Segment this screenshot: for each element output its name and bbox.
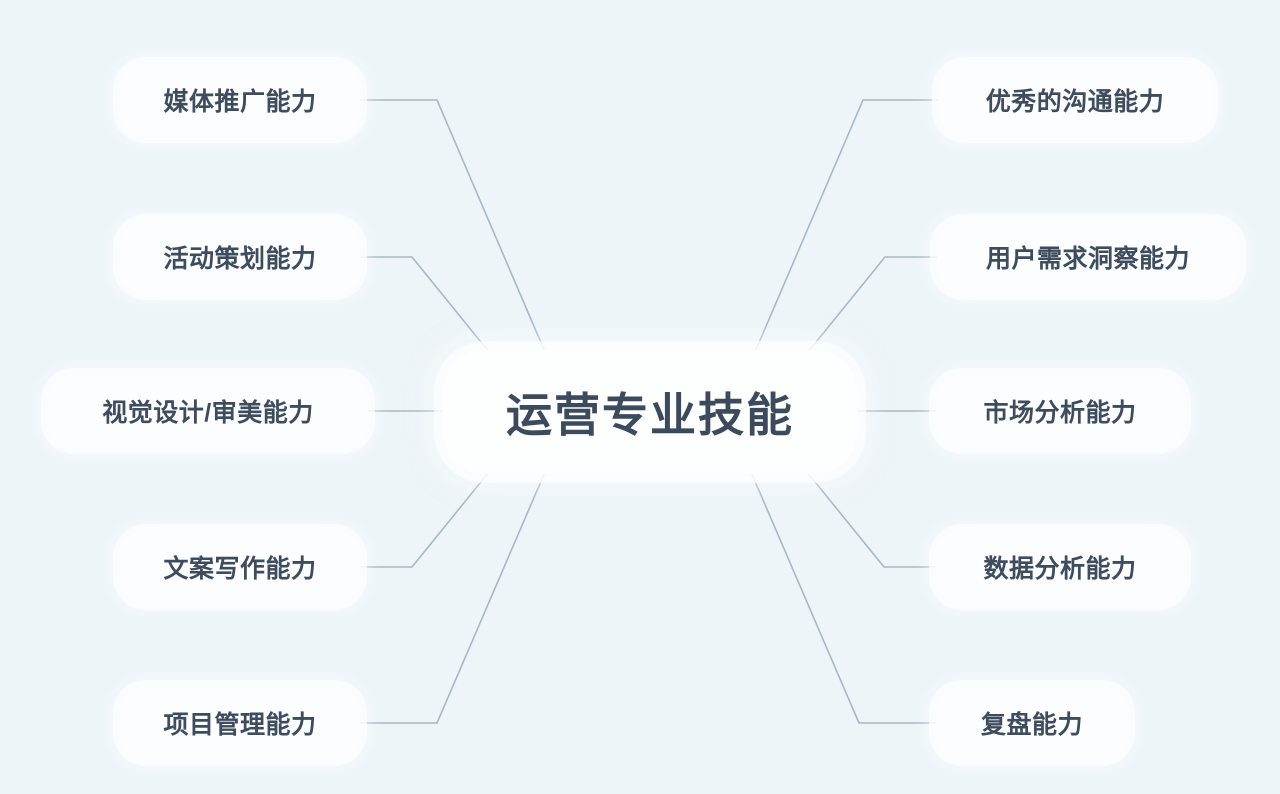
connector-copywriting [359,471,490,568]
node-media-promotion[interactable]: 媒体推广能力 [120,64,360,136]
node-event-planning[interactable]: 活动策划能力 [120,221,360,293]
node-copywriting[interactable]: 文案写作能力 [120,531,360,603]
connector-communication [754,99,941,353]
node-communication[interactable]: 优秀的沟通能力 [939,64,1211,136]
connector-media-promotion [359,99,546,353]
node-project-management[interactable]: 项目管理能力 [120,687,360,759]
node-review[interactable]: 复盘能力 [936,687,1128,759]
connector-user-insight [807,256,938,353]
node-market-analysis[interactable]: 市场分析能力 [936,375,1184,447]
connector-data-analysis [806,471,937,568]
node-data-analysis[interactable]: 数据分析能力 [936,531,1184,603]
connector-review [750,471,937,724]
connector-project-mgmt [359,471,546,724]
connector-event-planning [359,256,490,353]
node-user-insight[interactable]: 用户需求洞察能力 [937,221,1239,293]
central-node[interactable]: 运营专业技能 [443,350,857,474]
node-visual-design[interactable]: 视觉设计/审美能力 [48,375,368,447]
